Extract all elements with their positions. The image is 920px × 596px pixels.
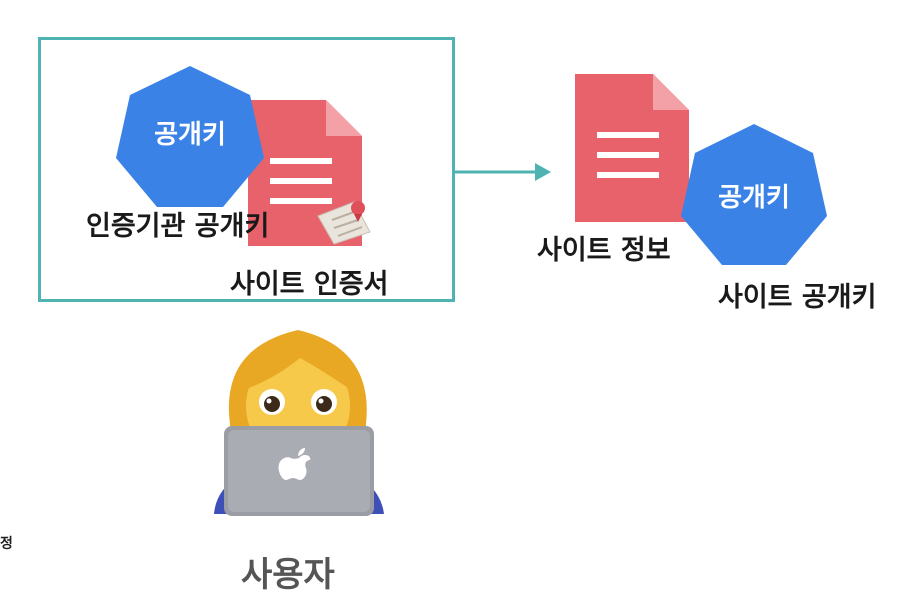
site-public-key-badge: 공개키 [681,124,827,265]
svg-text:공개키: 공개키 [718,183,790,213]
site-public-key-label: 사이트 공개키 [718,282,877,313]
certificate-seal-icon [317,201,371,245]
site-info-document-icon [575,74,689,222]
user-label: 사용자 [241,555,335,595]
user-at-laptop-icon [214,330,384,516]
site-info-label: 사이트 정보 [537,235,671,266]
svg-text:공개키: 공개키 [154,120,226,150]
arrow-icon [455,163,551,181]
certificate-group-box [38,37,455,302]
ca-public-key-label: 인증기관 공개키 [86,211,270,242]
side-text-fragment: 정 [0,536,13,552]
ca-public-key-badge: 공개키 [116,66,264,207]
site-certificate-label: 사이트 인증서 [230,269,389,300]
